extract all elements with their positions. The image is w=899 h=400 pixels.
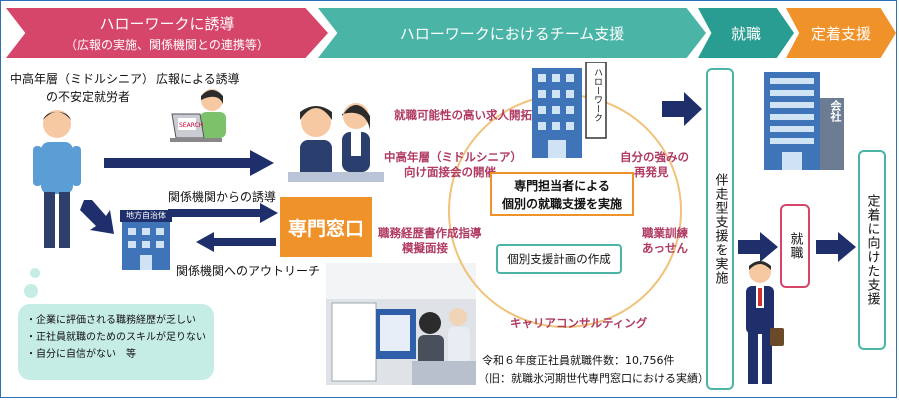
accompany-support-box: 伴走型支援を実施	[706, 68, 734, 390]
support-plan-box: 個別支援計画の作成	[496, 244, 622, 274]
businessman-illustration	[746, 261, 784, 384]
core-support-box: 専門担当者による 個別の就職支援を実施	[490, 172, 634, 216]
item-interview-line2: 向け面接会の開催	[404, 165, 496, 179]
item-strength-line1: 自分の強みの	[620, 150, 689, 164]
issue-1: ・企業に評価される職務経歴が乏しい	[26, 315, 196, 326]
item-training-line2: あっせん	[642, 241, 688, 255]
consultation-photo	[326, 263, 476, 385]
stats-line1: 令和６年度正社員就職件数：10,756件	[482, 354, 675, 367]
issue-2: ・正社員就職のためのスキルが足りない	[26, 332, 206, 343]
thought-bubble-small	[30, 268, 40, 278]
retention-support-box: 定着に向けた支援	[858, 150, 886, 350]
item-career-consulting: キャリアコンサルティング	[510, 316, 648, 330]
thought-bubble-medium	[24, 284, 38, 298]
step-employment: 就職	[698, 8, 794, 58]
hellowork-building-icon	[532, 62, 607, 158]
job-seeker-illustration	[33, 110, 81, 248]
arrow-agencies-to-window	[168, 203, 278, 223]
municipality-building: 地方自治体	[120, 210, 172, 270]
company-sign: 会社	[829, 100, 842, 122]
arrow-to-employment	[738, 232, 778, 262]
municipality-building-icon	[122, 222, 170, 270]
laptop-user-illustration: SEARCH	[170, 89, 226, 142]
employment-box: 就職	[780, 204, 810, 288]
specialist-window-box: 専門窓口	[280, 197, 372, 257]
step2-title: ハローワークにおけるチーム支援	[399, 24, 625, 43]
core-line2: 個別の就職支援を実施	[501, 197, 622, 211]
item-interview-line1: 中高年層（ミドルシニア）	[384, 150, 522, 164]
item-resume-line2: 模擬面接	[402, 241, 448, 255]
item-strength-line2: 再発見	[634, 165, 669, 179]
step4-title: 定着支援	[810, 24, 871, 43]
arrow-to-municipality	[80, 200, 114, 234]
target-label-line2: の不安定就労者	[46, 90, 131, 104]
item-job-development: 就職可能性の高い求人開拓	[394, 108, 532, 122]
referral-from-agencies-label: 関係機関からの誘導	[168, 190, 277, 204]
step1-title: ハローワークに誘導	[99, 15, 235, 33]
step-guide-to-hellowork: ハローワークに誘導 （広報の実施、関係機関との連携等）	[6, 8, 328, 58]
arrow-to-window	[104, 150, 274, 176]
svg-text:SEARCH: SEARCH	[179, 122, 203, 129]
stats-line2: （旧：就職氷河期世代専門窓口における実績）	[478, 372, 709, 385]
company-building-icon	[764, 72, 844, 170]
counselor-illustration	[288, 103, 384, 182]
step1-subtitle: （広報の実施、関係機関との連携等）	[65, 38, 269, 52]
step-team-support: ハローワークにおけるチーム支援	[318, 8, 706, 58]
item-training-line1: 職業訓練	[642, 226, 688, 240]
target-label-line1: 中高年層（ミドルシニア）	[10, 72, 155, 86]
core-line1: 専門担当者による	[514, 179, 610, 193]
arrow-to-retention	[816, 232, 856, 262]
step-retention: 定着支援	[786, 8, 896, 58]
issue-3: ・自分に自信がない 等	[26, 349, 136, 360]
step3-title: 就職	[730, 24, 761, 43]
hellowork-sign: ハローワーク	[592, 68, 602, 122]
outreach-label: 関係機関へのアウトリーチ	[176, 264, 321, 278]
arrow-to-accompany	[662, 92, 702, 126]
municipality-sign: 地方自治体	[120, 210, 172, 222]
issues-box: ・企業に評価される職務経歴が乏しい ・正社員就職のためのスキルが足りない ・自分…	[18, 304, 214, 380]
pr-label: 広報による誘導	[156, 72, 240, 86]
item-resume-line1: 職務経歴書作成指導	[378, 226, 482, 240]
arrow-outreach	[196, 232, 276, 252]
